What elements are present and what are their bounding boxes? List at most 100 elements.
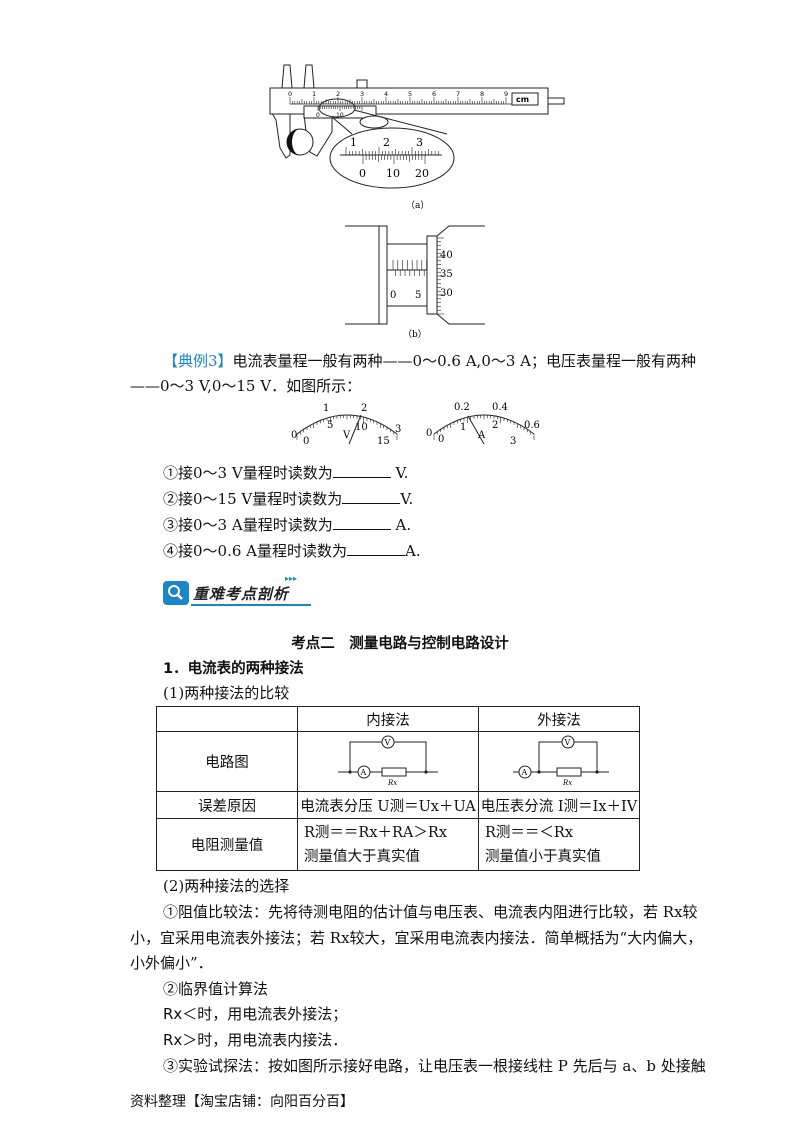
a-bot-2: 2 (492, 420, 498, 431)
main-unit-label: cm (516, 95, 529, 104)
a-pointer (467, 415, 485, 445)
r-outer-1: R测＝＝＜Rx (485, 824, 574, 841)
main-scale-label: 5 (408, 90, 412, 98)
answer-blank-2[interactable] (342, 489, 401, 504)
sleeve-label-0: 0 (390, 290, 396, 301)
banner-underline (191, 604, 311, 606)
selection-p1-l1: ①阻值比较法：先将待测电阻的估计值与电压表、电流表内阻进行比较，若 Rx较 (163, 903, 698, 921)
row-error-label: 误差原因 (156, 791, 298, 819)
outer-circuit-diagram: V A Rx (513, 735, 609, 787)
selection-p1-l2: 小，宜采用电流表外接法；若 Rx较大，宜采用电流表内接法．简单概括为“大内偏大， (130, 929, 703, 947)
a-top-zero: 0 (426, 428, 432, 439)
lock-screw (356, 79, 368, 89)
a-bot-3: 3 (510, 436, 516, 447)
vernier-label-0: 0 (316, 112, 320, 119)
page-footer: 资料整理【淘宝店铺：向阳百分百】 (130, 1094, 354, 1110)
question-1: ①接0～3 V量程时读数为 V. (163, 463, 409, 482)
outer-meter-a: A (521, 768, 528, 777)
a-bot-1: 1 (460, 422, 466, 433)
main-scale-label: 3 (360, 90, 364, 98)
micrometer-frame (378, 225, 388, 325)
answer-blank-1[interactable] (332, 463, 391, 478)
v-pointer (348, 414, 362, 445)
a-top-02: 0.2 (454, 402, 470, 413)
main-scale-label: 4 (384, 90, 388, 98)
selection-p2: ②临界值计算法 (163, 980, 269, 998)
selection-p1-l3: 小外偏小”． (130, 954, 213, 972)
comparison-table: 内接法 外接法 电路图 V A Rx V (156, 706, 640, 871)
a-letter: A (477, 430, 486, 441)
v-top-1: 1 (323, 403, 329, 414)
heading-1-sub: (1)两种接法的比较 (163, 684, 290, 702)
zoom-circle-small (318, 98, 356, 118)
micrometer-figure: 0 5 40 35 30 （b） (345, 225, 485, 340)
caliper-depth-rod (547, 97, 565, 105)
inner-circuit-diagram: V A Rx (338, 735, 438, 787)
example3-text-1: 电流表量程一般有两种——0～0.6 A,0～3 A；电压表量程一般有两种 (232, 352, 697, 370)
inner-meter-a: A (360, 768, 367, 777)
v-top-2: 2 (361, 403, 367, 414)
banner-arrows: ▸▸▸ (285, 574, 298, 583)
voltmeter-dial: 0 1 2 3 0 5 10 15 V (291, 403, 401, 447)
caliper-top-jaw (281, 64, 293, 89)
v-top-3: 3 (395, 424, 401, 435)
main-scale-label: 0 (288, 90, 292, 98)
v-bot-0: 0 (303, 436, 309, 447)
answer-blank-4[interactable] (347, 541, 405, 556)
vernier-label-10: 10 (336, 112, 344, 119)
main-scale-label: 7 (456, 90, 460, 98)
table-header-inner: 内接法 (297, 706, 479, 732)
cm-label-box (511, 92, 539, 106)
outer-circuit-cell: V A Rx (478, 731, 640, 792)
r-inner-cell: R测＝＝Rx＋RA＞Rx 测量值大于真实值 (297, 818, 479, 871)
v-bot-5: 5 (327, 420, 333, 431)
banner-title: 重难考点剖析 (193, 585, 290, 603)
example-tag: 【典例3】 (163, 352, 233, 370)
main-scale-label: 1 (312, 90, 316, 98)
r-inner-2: 测量值大于真实值 (304, 848, 420, 865)
zoom-vern-20: 20 (415, 167, 429, 180)
heading-1: 1．电流表的两种接法 (163, 661, 304, 677)
sleeve-label-5: 5 (415, 290, 421, 301)
selection-p2-b: Rx＞时，用电流表内接法． (163, 1031, 348, 1049)
v-bot-10: 10 (355, 422, 368, 433)
selection-p3: ③实验试探法：按如图所示接好电路，让电压表一根接线柱 P 先后与 a、b 处接触 (163, 1057, 706, 1075)
a-top-06: 0.6 (524, 420, 540, 431)
thumb-wheel (359, 115, 389, 129)
inner-circuit-cell: V A Rx (297, 731, 479, 792)
a-top-04: 0.4 (492, 402, 508, 413)
example3-line1: 【典例3】电流表量程一般有两种——0～0.6 A,0～3 A；电压表量程一般有两… (163, 350, 696, 371)
thimble-label-30: 30 (440, 288, 453, 299)
ammeter-dial: 0 0.2 0.4 0.6 0 1 2 3 A (426, 402, 540, 447)
caliper-top-jaw-2 (303, 64, 315, 89)
inner-resistor: Rx (387, 779, 397, 786)
r-inner-1: R测＝＝Rx＋RA＞Rx (304, 824, 447, 841)
selection-heading: (2)两种接法的选择 (163, 877, 290, 895)
figure-b-caption: （b） (403, 329, 427, 340)
micrometer-thimble (426, 235, 438, 315)
row-r-label: 电阻测量值 (156, 818, 298, 871)
answer-blank-3[interactable] (332, 515, 391, 530)
zoom-circle (329, 127, 455, 189)
main-scale-label: 2 (336, 90, 340, 98)
zoom-main-2: 2 (383, 136, 390, 149)
thimble-label-35: 35 (440, 269, 453, 280)
selection-p2-a: Rx＜时，用电流表外接法； (163, 1005, 348, 1023)
search-icon (163, 581, 189, 605)
r-outer-cell: R测＝＝＜Rx 测量值小于真实值 (478, 818, 640, 871)
zoom-leader-2 (353, 109, 448, 135)
v-letter: V (342, 430, 351, 441)
figure-a-caption: （a） (406, 200, 429, 211)
key-points-banner: 重难考点剖析 ▸▸▸ (163, 574, 313, 608)
measured-ball-shadow (287, 129, 300, 155)
outer-resistor: Rx (562, 779, 572, 786)
thimble-label-40: 40 (440, 250, 453, 261)
zoom-vern-10: 10 (386, 167, 400, 180)
r-outer-2: 测量值小于真实值 (485, 848, 601, 865)
zoom-main-3: 3 (416, 136, 423, 149)
row-circuit-label: 电路图 (156, 731, 298, 792)
section-title: 考点二 测量电路与控制电路设计 (291, 636, 509, 652)
